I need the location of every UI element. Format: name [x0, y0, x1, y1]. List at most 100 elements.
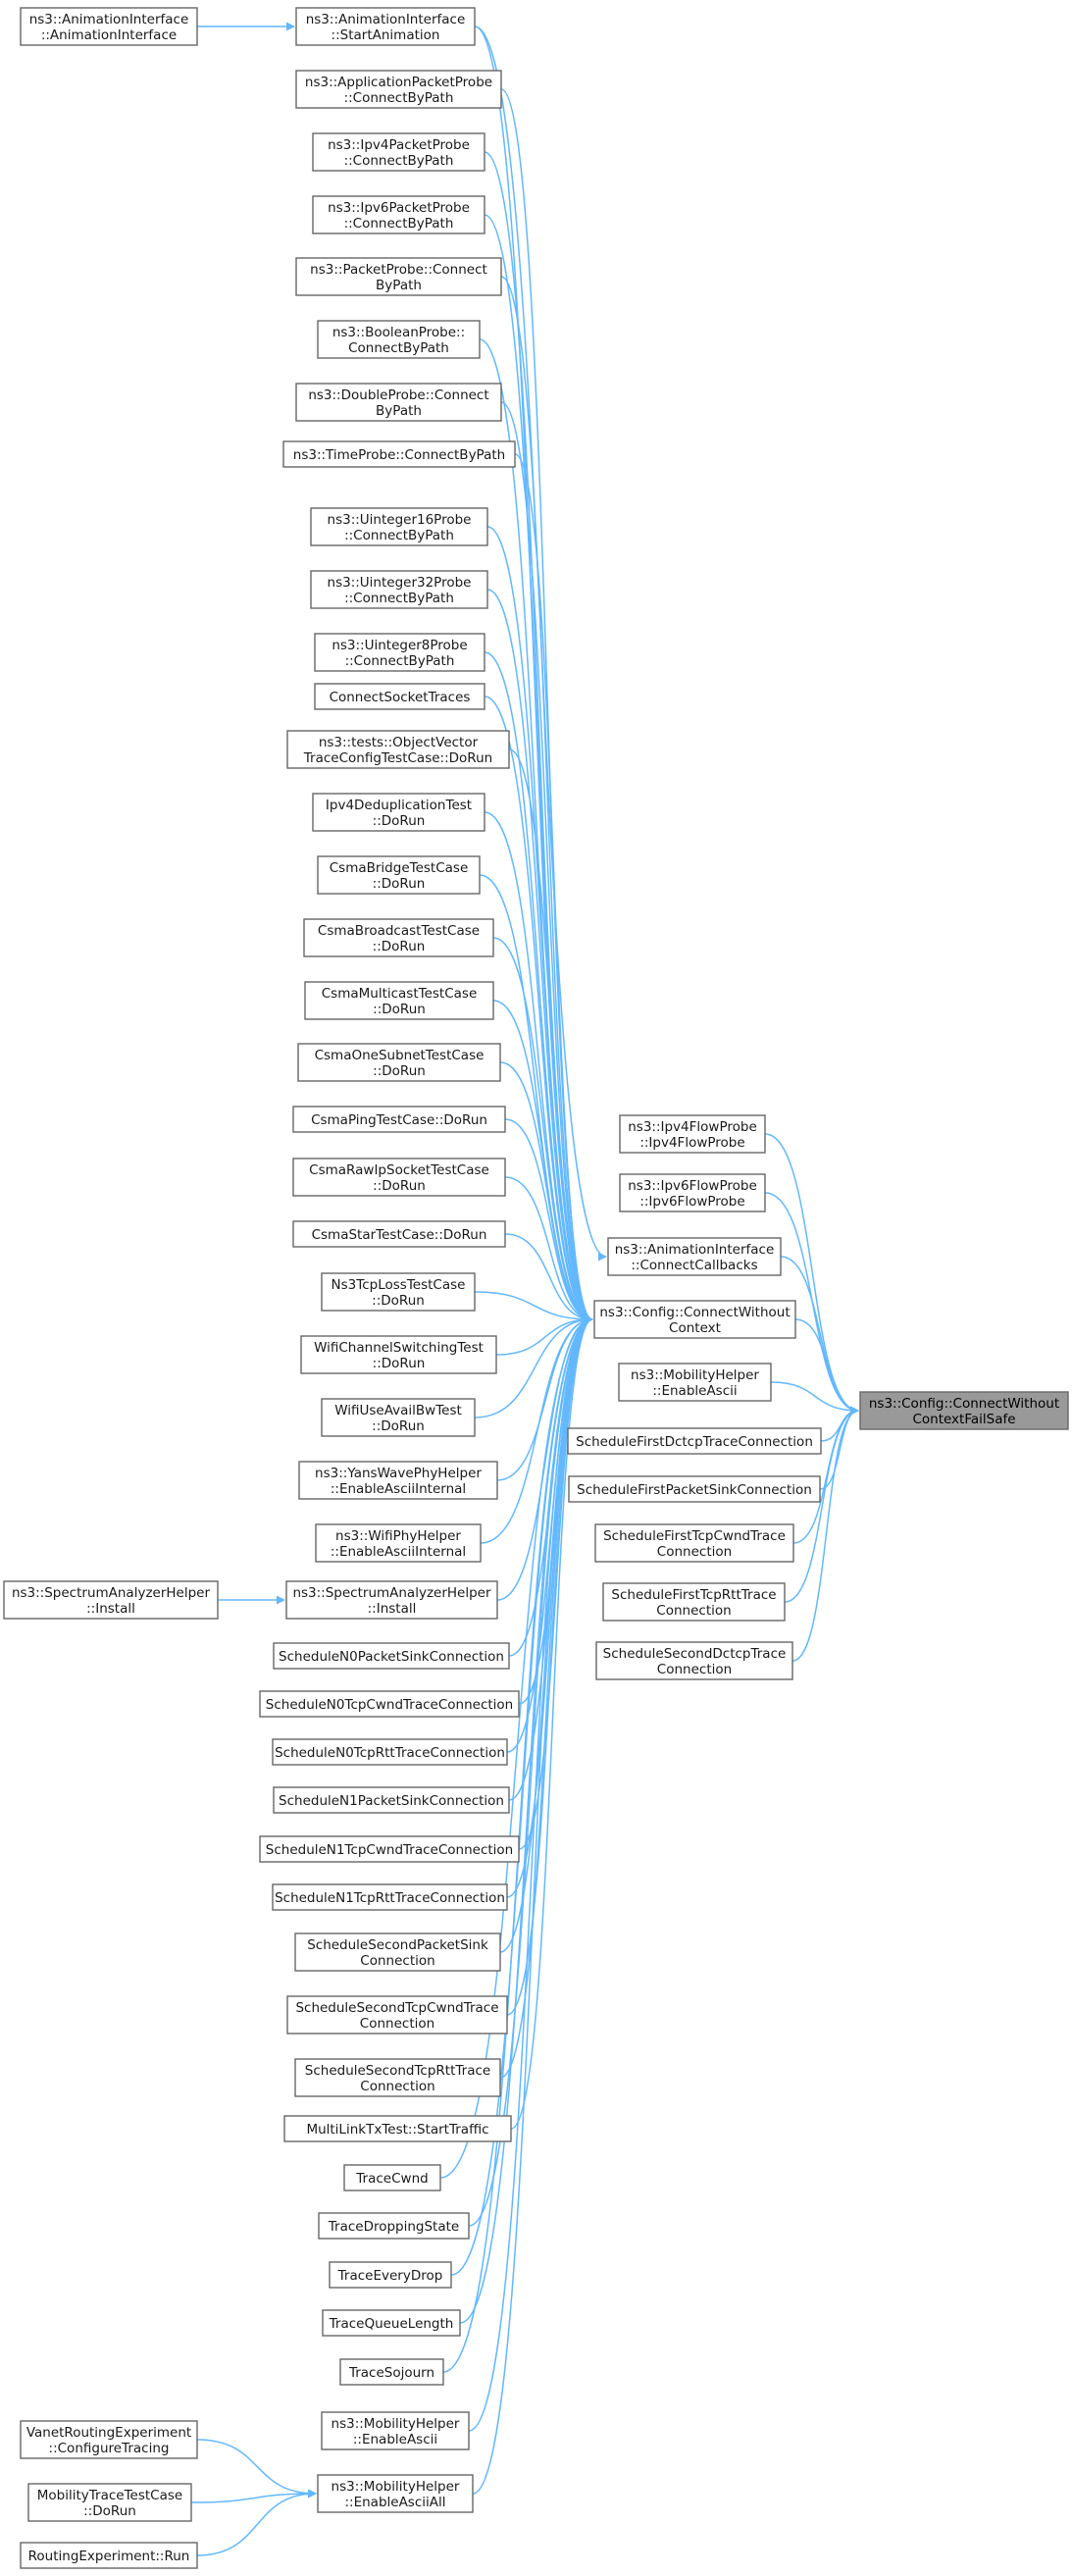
node-csmaBcast[interactable]: CsmaBroadcastTestCase::DoRun — [303, 918, 494, 957]
node-wifiPhy[interactable]: ns3::WifiPhyHelper::EnableAsciiInternal — [315, 1523, 482, 1563]
edge-ns3Tcp-to-hub — [474, 1291, 593, 1324]
node-box — [292, 1106, 506, 1133]
node-label: Connection — [360, 2016, 434, 2032]
edge-n1Pkt-to-hub — [508, 1314, 593, 1801]
node-mobAscii2[interactable]: ns3::MobilityHelper::EnableAscii — [321, 2411, 470, 2450]
node-dblProbe[interactable]: ns3::DoubleProbe::ConnectByPath — [295, 383, 502, 422]
node-traceEvery[interactable]: TraceEveryDrop — [329, 2261, 452, 2289]
node-traceSoj[interactable]: TraceSojourn — [339, 2358, 444, 2386]
edge-mobAscii2-to-hub — [468, 1314, 593, 2432]
node-csmaPing[interactable]: CsmaPingTestCase::DoRun — [292, 1106, 506, 1133]
node-box — [310, 570, 488, 609]
node-box — [272, 1883, 508, 1911]
node-label: TraceConfigTestCase::DoRun — [303, 750, 492, 766]
node-label: RoutingExperiment::Run — [28, 2549, 190, 2564]
root-node[interactable]: ns3::Config::ConnectWithoutContextFailSa… — [859, 1391, 1069, 1430]
edge-mobTest-to-mobAll — [190, 2489, 317, 2503]
node-ipv4Probe[interactable]: ns3::Ipv4PacketProbe::ConnectByPath — [312, 132, 485, 172]
node-csmaRaw[interactable]: CsmaRawIpSocketTestCase::DoRun — [292, 1158, 506, 1197]
node-box — [285, 1580, 498, 1620]
node-label: CsmaBroadcastTestCase — [318, 923, 480, 939]
node-label: ScheduleSecondTcpRttTrace — [305, 2063, 490, 2079]
edge-vanet-to-mobAll — [196, 2439, 317, 2499]
node-label: ::DoRun — [373, 1002, 426, 1017]
node-label: ns3::TimeProbe::ConnectByPath — [293, 447, 505, 463]
node-box — [3, 1580, 219, 1620]
node-wifiChan[interactable]: WifiChannelSwitchingTest::DoRun — [300, 1335, 497, 1374]
node-ipv6Probe[interactable]: ns3::Ipv6PacketProbe::ConnectByPath — [312, 195, 485, 234]
node-vanet[interactable]: VanetRoutingExperiment::ConfigureTracing — [20, 2420, 198, 2459]
node-specInstallL[interactable]: ns3::SpectrumAnalyzerHelper::Install — [3, 1580, 219, 1620]
node-appProbe[interactable]: ns3::ApplicationPacketProbe::ConnectByPa… — [295, 70, 502, 109]
node-specInstall[interactable]: ns3::SpectrumAnalyzerHelper::Install — [285, 1580, 498, 1620]
node-ns3Tcp[interactable]: Ns3TcpLossTestCase::DoRun — [321, 1272, 476, 1312]
node-yans[interactable]: ns3::YansWavePhyHelper::EnableAsciiInter… — [298, 1461, 498, 1500]
node-label: ns3::Config::ConnectWithout — [599, 1305, 790, 1320]
node-n1Cwnd[interactable]: ScheduleN1TcpCwndTraceConnection — [259, 1835, 520, 1863]
node-mobTest[interactable]: MobilityTraceTestCase::DoRun — [27, 2483, 192, 2522]
node-connSock[interactable]: ConnectSocketTraces — [314, 683, 485, 710]
node-firstPkt[interactable]: ScheduleFirstPacketSinkConnection — [568, 1475, 821, 1503]
node-boolProbe[interactable]: ns3::BooleanProbe::ConnectByPath — [317, 320, 481, 359]
node-label: ::DoRun — [373, 1356, 426, 1371]
edge-csmaBcast-to-hub — [492, 937, 593, 1324]
node-n1Rtt[interactable]: ScheduleN1TcpRttTraceConnection — [272, 1883, 508, 1911]
node-mobAll[interactable]: ns3::MobilityHelper::EnableAsciiAll — [317, 2474, 474, 2513]
node-label: TraceSojourn — [348, 2365, 434, 2381]
node-aniCb[interactable]: ns3::AnimationInterface::ConnectCallback… — [607, 1237, 782, 1276]
edge-wifiPhy-to-hub — [480, 1314, 593, 1544]
node-firstDctcp[interactable]: ScheduleFirstDctcpTraceConnection — [567, 1427, 822, 1455]
node-startAnim[interactable]: ns3::AnimationInterface::StartAnimation — [295, 7, 476, 46]
node-u32Probe[interactable]: ns3::Uinteger32Probe::ConnectByPath — [310, 570, 488, 609]
edge-ipv4Flow-to-root — [764, 1133, 859, 1416]
node-n0Rtt[interactable]: ScheduleN0TcpRttTraceConnection — [272, 1738, 508, 1766]
node-label: ConnectSocketTraces — [330, 690, 471, 705]
node-box — [298, 1461, 498, 1500]
node-box — [20, 2420, 198, 2459]
node-box — [594, 1523, 794, 1563]
node-traceQueue[interactable]: TraceQueueLength — [322, 2309, 461, 2337]
node-box — [315, 1523, 482, 1563]
node-u16Probe[interactable]: ns3::Uinteger16Probe::ConnectByPath — [310, 507, 488, 546]
node-n1Pkt[interactable]: ScheduleN1PacketSinkConnection — [273, 1786, 510, 1814]
node-label: Connection — [657, 1662, 732, 1677]
node-ipv4Flow[interactable]: ns3::Ipv4FlowProbe::Ipv4FlowProbe — [619, 1114, 766, 1154]
edge-secRtt-to-hub — [499, 1314, 593, 2079]
node-n0Pkt[interactable]: ScheduleN0PacketSinkConnection — [273, 1642, 510, 1670]
node-ipv4Dedup[interactable]: Ipv4DeduplicationTest::DoRun — [312, 793, 485, 832]
node-aniIface[interactable]: ns3::AnimationInterface::AnimationInterf… — [20, 7, 198, 46]
node-objVec[interactable]: ns3::tests::ObjectVectorTraceConfigTestC… — [286, 730, 510, 769]
node-routing[interactable]: RoutingExperiment::Run — [20, 2542, 198, 2569]
edge-firstDctcp-to-root — [820, 1406, 859, 1442]
node-traceDrop[interactable]: TraceDroppingState — [318, 2212, 470, 2240]
node-box — [314, 683, 485, 710]
node-pktProbe[interactable]: ns3::PacketProbe::ConnectByPath — [295, 257, 502, 296]
node-csmaMcast[interactable]: CsmaMulticastTestCase::DoRun — [304, 981, 494, 1020]
node-ipv6Flow[interactable]: ns3::Ipv6FlowProbe::Ipv6FlowProbe — [619, 1173, 766, 1212]
node-box — [619, 1173, 766, 1212]
node-timeProbe[interactable]: ns3::TimeProbe::ConnectByPath — [282, 440, 516, 468]
node-traceCwnd[interactable]: TraceCwnd — [343, 2164, 441, 2191]
node-label: ::ConfigureTracing — [49, 2441, 170, 2456]
node-multiLink[interactable]: MultiLinkTxTest::StartTraffic — [283, 2115, 512, 2142]
node-u8Probe[interactable]: ns3::Uinteger8Probe::ConnectByPath — [314, 633, 485, 672]
node-box — [259, 1690, 520, 1718]
node-wifiAvail[interactable]: WifiUseAvailBwTest::DoRun — [321, 1398, 476, 1437]
node-label: ::Ipv6FlowProbe — [639, 1194, 744, 1210]
node-csmaBridge[interactable]: CsmaBridgeTestCase::DoRun — [317, 855, 481, 895]
node-n0Cwnd[interactable]: ScheduleN0TcpCwndTraceConnection — [259, 1690, 520, 1718]
node-mobAscii[interactable]: ns3::MobilityHelper::EnableAscii — [618, 1363, 772, 1402]
node-label: ns3::Config::ConnectWithout — [869, 1396, 1059, 1412]
node-label: CsmaRawIpSocketTestCase — [309, 1162, 489, 1178]
node-csmaOne[interactable]: CsmaOneSubnetTestCase::DoRun — [297, 1043, 501, 1082]
node-box — [321, 1398, 476, 1437]
node-csmaStar[interactable]: CsmaStarTestCase::DoRun — [292, 1220, 506, 1248]
node-box — [304, 981, 494, 1020]
